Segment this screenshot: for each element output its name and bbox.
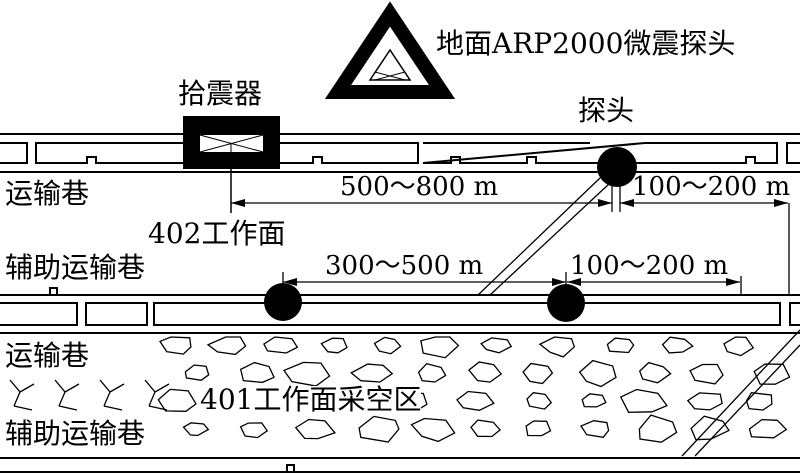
rubble-rock xyxy=(456,390,495,411)
rubble-rock xyxy=(294,418,337,440)
rubble-rock xyxy=(467,361,503,383)
rubble-rock xyxy=(206,336,247,356)
surface-probe-triangle-icon xyxy=(324,1,456,99)
rubble-rock xyxy=(525,420,552,437)
rubble-rock xyxy=(417,362,447,383)
rubble-crack xyxy=(9,379,35,411)
rubble-rock xyxy=(723,336,755,357)
rubble-rock xyxy=(638,414,678,443)
upper-dimension-lines xyxy=(231,185,790,296)
surface-probe-label: 地面ARP2000微震探头 xyxy=(436,27,736,60)
rubble-rock xyxy=(470,419,502,438)
rubble-rock xyxy=(480,337,513,354)
geophone-label: 拾震器 xyxy=(178,77,263,110)
rubble-rock xyxy=(184,364,210,381)
rubble-rock xyxy=(410,417,456,443)
dimension-upper-right: 100～200 m xyxy=(632,172,791,202)
rubble-rock xyxy=(748,418,788,439)
lower-roadway xyxy=(0,287,800,334)
rubble-rock xyxy=(580,420,610,439)
rubble-rock xyxy=(581,393,607,408)
rubble-rock xyxy=(358,415,400,443)
rubble-rock xyxy=(745,392,773,411)
haulage-roadway-bottom-label: 运输巷 xyxy=(5,339,90,372)
rubble-rock xyxy=(538,336,576,358)
rubble-rock xyxy=(686,392,723,411)
rubble-rock xyxy=(182,422,210,437)
rubble-crack xyxy=(54,379,80,411)
rubble-rock xyxy=(159,336,192,355)
rubble-crack xyxy=(99,379,125,411)
rubble-rock xyxy=(606,337,635,354)
rubble-crack xyxy=(144,379,170,411)
goaf-diagonal xyxy=(681,329,800,457)
upper-roadway xyxy=(0,133,800,173)
rubble-rock xyxy=(157,388,197,412)
aux-roadway-bottom-label: 辅助运输巷 xyxy=(5,417,146,450)
rubble-rock xyxy=(578,359,617,388)
rubble-rock xyxy=(420,336,460,359)
dimension-lower-left: 300～500 m xyxy=(325,251,484,281)
rubble-rock xyxy=(239,422,269,439)
rubble-rock xyxy=(522,362,554,385)
probe-marker-lower-right xyxy=(547,284,585,322)
dimension-upper-left: 500～800 m xyxy=(340,172,499,202)
rubble-rock xyxy=(753,363,791,385)
probe-marker-lower-left xyxy=(264,283,302,321)
rubble-rock xyxy=(638,361,672,384)
dimension-lower-right: 100～200 m xyxy=(570,251,729,281)
probe-marker-upper xyxy=(597,147,637,187)
rubble-rock xyxy=(320,337,348,354)
geophone-icon xyxy=(183,116,280,213)
rubble-rock xyxy=(526,392,553,410)
rubble-rock xyxy=(689,363,724,385)
probe-label: 探头 xyxy=(578,94,635,127)
aux-roadway-top-label: 辅助运输巷 xyxy=(5,251,146,284)
rubble-rock xyxy=(239,361,275,384)
goaf-401-label: 401工作面采空区 xyxy=(200,383,422,416)
bottom-roadway xyxy=(0,457,800,473)
rubble-rock xyxy=(661,336,694,354)
haulage-roadway-top-label: 运输巷 xyxy=(5,177,90,210)
face-402-label: 402工作面 xyxy=(148,217,286,250)
rubble-rock xyxy=(263,336,299,354)
rubble-rock xyxy=(350,363,394,383)
rubble-rock xyxy=(619,388,668,413)
rubble-rock xyxy=(690,415,730,441)
rubble-rock xyxy=(373,336,402,355)
